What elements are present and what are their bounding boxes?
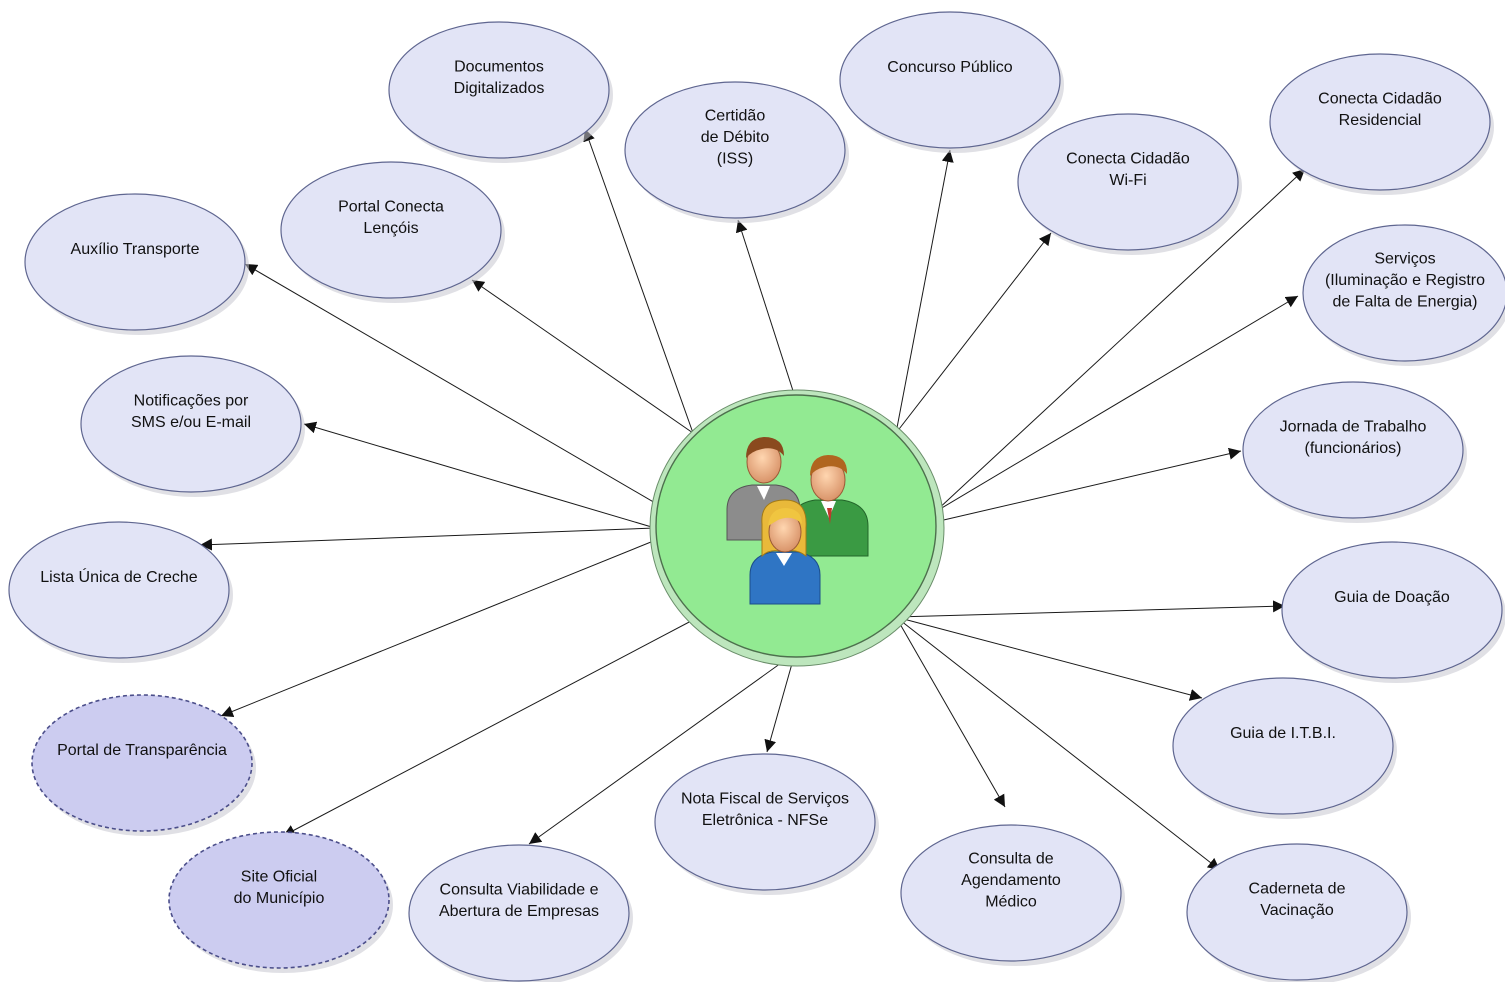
node-ellipse [24,193,246,331]
node-ellipse [1281,541,1503,679]
edges-layer [199,128,1306,871]
edge-arrow-nota-fiscal-nfse [764,652,796,753]
node-ellipse [31,694,253,832]
node-label-line: de Falta de Energia) [1333,294,1478,311]
node-ellipse [8,521,230,659]
node-consulta-viabilidade: Consulta Viabilidade e Abertura de Empres… [408,844,633,982]
node-ellipse [80,355,302,493]
edge-arrow-consulta-viabilidade [528,652,796,845]
edge-arrow-conecta-cidadao-wifi [895,232,1052,434]
node-auxilio-transporte: Auxílio Transporte [24,193,249,335]
node-ellipse [1269,53,1491,191]
node-label-line: Guia de I.T.B.I. [1230,725,1336,742]
node-label-line: Eletrônica - NFSe [702,812,828,829]
edge-arrow-notificacoes-sms [303,421,656,529]
node-label-line: (ISS) [717,151,753,168]
node-label-line: Consulta Viabilidade e [440,881,599,898]
node-label-line: do Município [234,890,325,907]
node-label-line: (funcionários) [1305,440,1402,457]
node-label-line: Caderneta de [1249,880,1346,897]
central-node [649,389,945,667]
node-jornada-de-trabalho: Jornada de Trabalho (funcionários) [1242,381,1467,523]
node-label-line: Notificações por [134,392,249,409]
node-label-line: de Débito [701,129,770,146]
node-label-line: Documentos [454,58,544,75]
edge-arrow-consulta-agendamento-medico [895,616,1006,808]
node-ellipse [1302,224,1505,362]
edge-arrow-portal-de-transparencia [220,524,694,718]
node-ellipse [280,161,502,299]
node-portal-de-transparencia: Portal de Transparência [31,694,256,836]
node-ellipse [654,753,876,891]
node-label-line: Guia de Doação [1334,589,1450,606]
node-label-line: Portal Conecta [338,198,444,215]
node-label-line: Site Oficial [241,868,317,885]
node-label-line: SMS e/ou E-mail [131,414,251,431]
node-ellipse [168,831,390,969]
node-label-line: Serviços [1374,251,1435,268]
edge-arrow-caderneta-de-vacinacao [895,616,1221,871]
node-ellipse [1172,677,1394,815]
node-label-line: Certidão [705,108,766,125]
edge-arrow-documentos-digitalizados [583,128,694,434]
edge-arrow-guia-de-itbi [895,616,1203,701]
edge-arrow-portal-conecta-lencois [471,279,694,434]
edge-arrow-servicos-iluminacao [934,295,1299,513]
node-ellipse [1242,381,1464,519]
node-label-line: Wi-Fi [1109,172,1146,189]
node-label-line: Lençóis [363,220,418,237]
node-label-line: Conecta Cidadão [1318,90,1442,107]
people-group-icon [726,437,869,605]
edge-arrow-auxilio-transporte [244,263,694,526]
node-concurso-publico: Concurso Público [839,11,1064,153]
edge-arrow-guia-de-doacao [895,600,1286,618]
node-label-line: Jornada de Trabalho [1280,418,1427,435]
node-label-line: Vacinação [1260,902,1334,919]
node-label-line: Consulta de [968,851,1053,868]
node-label-line: Auxílio Transporte [71,241,200,258]
edge-arrow-jornada-de-trabalho [934,447,1242,523]
node-label-line: Abertura de Empresas [439,903,599,920]
node-ellipse [388,21,610,159]
node-label-line: Digitalizados [454,80,545,97]
node-guia-de-doacao: Guia de Doação [1281,541,1505,683]
edge-arrow-conecta-cidadao-residencial [934,168,1306,513]
node-label-line: Residencial [1339,112,1422,129]
node-label-line: Lista Única de Creche [40,567,198,586]
edge-arrow-concurso-publico [895,149,954,434]
node-ellipse [624,81,846,219]
edge-arrow-site-oficial [282,619,694,837]
edge-arrow-lista-unica-de-creche [199,527,656,551]
node-guia-de-itbi: Guia de I.T.B.I. [1172,677,1397,819]
node-ellipse [900,824,1122,962]
node-certidao-de-debito: Certidão de Débito (ISS) [624,81,849,223]
node-caderneta-de-vacinacao: Caderneta de Vacinação [1186,843,1411,982]
node-lista-unica-de-creche: Lista Única de Creche [8,521,233,663]
node-label-line: Nota Fiscal de Serviços [681,790,849,807]
node-site-oficial: Site Oficial do Município [168,831,393,973]
node-label-line: Conecta Cidadão [1066,150,1190,167]
node-label-line: Médico [985,894,1037,911]
node-ellipse [408,844,630,982]
node-label-line: Portal de Transparência [57,742,227,759]
edge-arrow-certidao-de-debito [735,219,796,398]
node-ellipse [839,11,1061,149]
node-label-line: (Iluminação e Registro [1325,272,1485,289]
node-label-line: Agendamento [961,872,1061,889]
node-ellipse [1017,113,1239,251]
node-ellipse [1186,843,1408,981]
node-servicos-iluminacao: Serviços (Iluminação e Registro de Falta d… [1302,224,1505,366]
node-label-line: Concurso Público [887,59,1013,76]
